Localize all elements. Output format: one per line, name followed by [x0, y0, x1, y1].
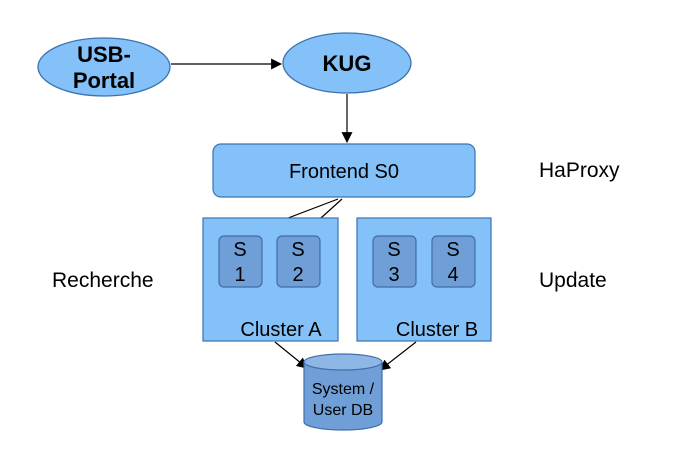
- usb-portal-label-line2: Portal: [73, 68, 135, 93]
- server-s1: S 1: [218, 235, 263, 288]
- server-s2: S 2: [276, 235, 321, 288]
- recherche-label: Recherche: [52, 269, 154, 292]
- edge-cluster-a-to-db: [274, 341, 308, 369]
- server-s1-line1: S: [233, 239, 246, 261]
- database-cylinder: System / User DB: [303, 353, 383, 431]
- server-s4: S 4: [431, 235, 476, 288]
- server-s3-line1: S: [387, 239, 400, 261]
- server-s1-line2: 1: [234, 264, 245, 286]
- server-s3: S 3: [372, 235, 417, 288]
- kug-label: KUG: [323, 51, 372, 76]
- cluster-b: S 3 S 4 Cluster B: [356, 217, 492, 342]
- server-s2-line1: S: [291, 239, 304, 261]
- edge-cluster-b-to-db: [379, 341, 417, 371]
- database-label-line2: User DB: [313, 402, 373, 419]
- server-s4-line2: 4: [447, 264, 458, 286]
- haproxy-label: HaProxy: [539, 159, 620, 182]
- usb-portal-node: USB- Portal: [37, 37, 171, 97]
- cluster-a: S 1 S 2 Cluster A: [202, 217, 339, 342]
- cluster-a-label: Cluster A: [240, 319, 322, 341]
- cluster-b-label: Cluster B: [396, 319, 478, 341]
- kug-node: KUG: [282, 32, 412, 94]
- frontend-node: Frontend S0: [212, 143, 476, 198]
- frontend-label: Frontend S0: [289, 161, 399, 183]
- server-s2-line2: 2: [292, 264, 303, 286]
- update-label: Update: [539, 269, 607, 292]
- database-label-line1: System /: [312, 381, 375, 398]
- usb-portal-label-line1: USB-: [77, 42, 131, 67]
- server-s4-line1: S: [446, 239, 459, 261]
- server-s3-line2: 3: [388, 264, 399, 286]
